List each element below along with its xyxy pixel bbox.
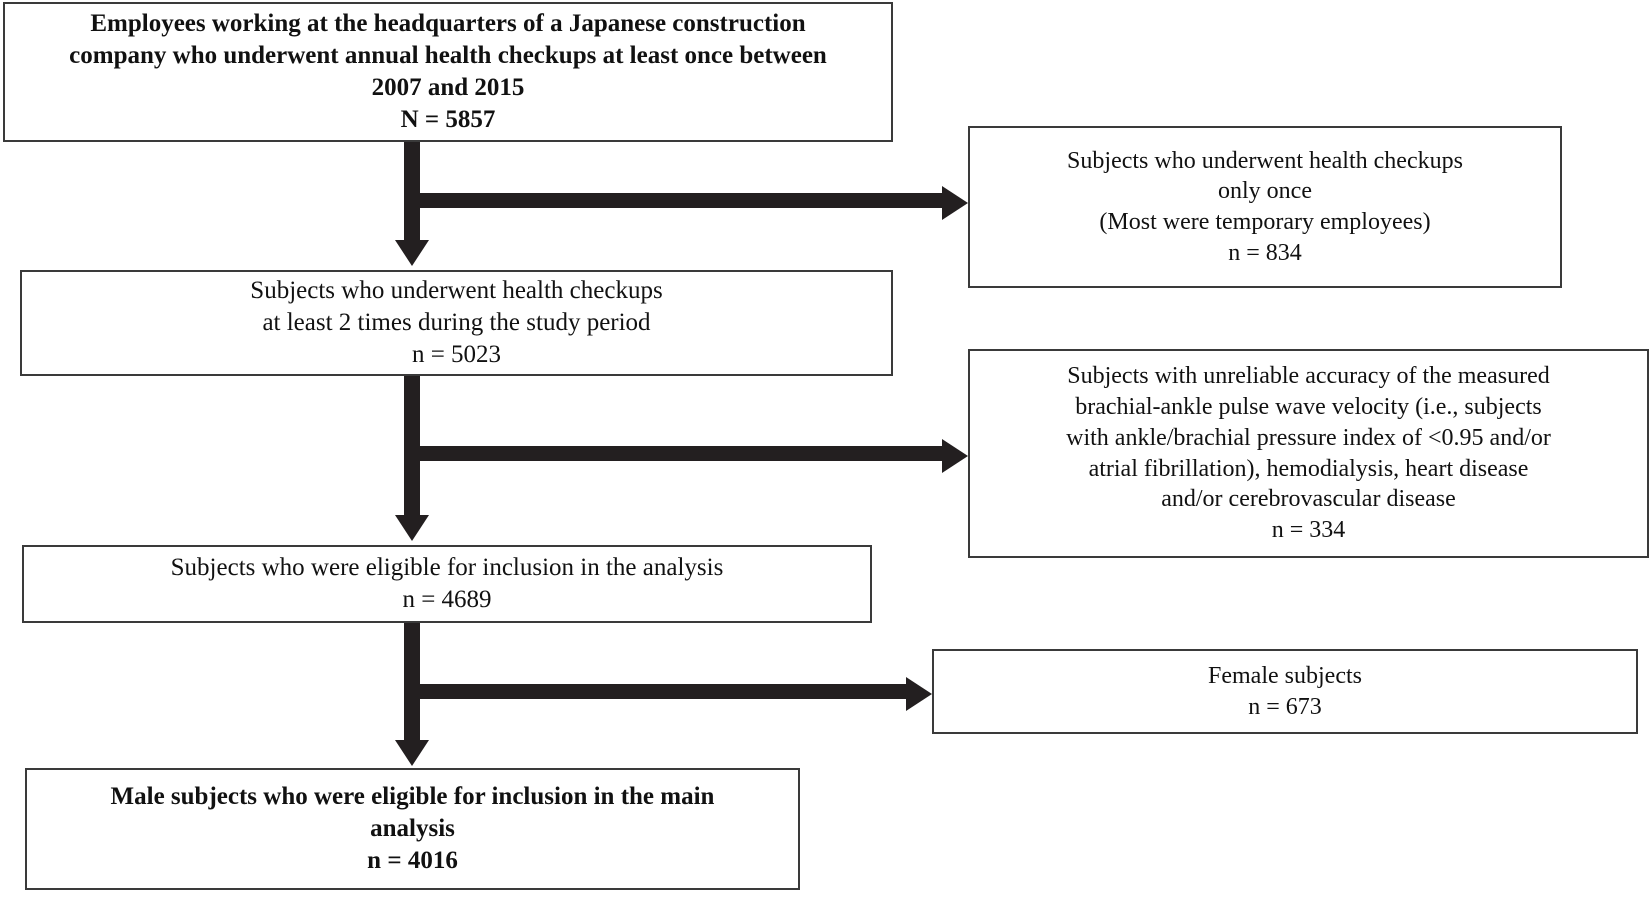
arrowhead-down-to-male-icon <box>395 740 429 766</box>
node-unreliable-line-2: brachial-ankle pulse wave velocity (i.e.… <box>1075 394 1542 421</box>
node-source-population: Employees working at the headquarters of… <box>3 2 893 142</box>
arrowhead-right-to-excluded-single-checkup-icon <box>942 186 968 220</box>
arrowhead-right-to-excluded-female-subjects-icon <box>906 677 932 711</box>
node-unreliable-line-5: and/or cerebrovascular disease <box>1161 486 1456 513</box>
node-excluded-unreliable-measurement: Subjects with unreliable accuracy of the… <box>968 349 1649 558</box>
node-once-line-2: only once <box>1218 178 1312 205</box>
node-unreliable-line-3: with ankle/brachial pressure index of <0… <box>1066 424 1551 451</box>
connector-horizontal-to-excluded-unreliable-measurement <box>404 446 952 461</box>
node-eligible-count: n = 4689 <box>402 586 492 613</box>
node-source-line-2: company who underwent annual health chec… <box>69 42 827 69</box>
node-twice-line-2: at least 2 times during the study period <box>262 309 651 336</box>
connector-horizontal-to-excluded-single-checkup <box>404 193 952 208</box>
node-source-count: N = 5857 <box>400 106 496 133</box>
node-checkups-at-least-twice: Subjects who underwent health checkups a… <box>20 270 893 376</box>
node-female-line-1: Female subjects <box>1208 662 1362 689</box>
arrowhead-down-to-eligible-icon <box>395 515 429 541</box>
node-unreliable-line-1: Subjects with unreliable accuracy of the… <box>1067 363 1550 390</box>
node-twice-count: n = 5023 <box>411 341 502 368</box>
node-twice-line-1: Subjects who underwent health checkups <box>250 277 663 304</box>
node-once-line-1: Subjects who underwent health checkups <box>1067 147 1463 174</box>
node-unreliable-line-4: atrial fibrillation), hemodialysis, hear… <box>1088 455 1529 482</box>
node-female-count: n = 673 <box>1248 693 1322 720</box>
node-eligible-line-1: Subjects who were eligible for inclusion… <box>170 554 724 581</box>
arrowhead-down-to-twice-icon <box>395 240 429 266</box>
node-once-line-3: (Most were temporary employees) <box>1099 209 1431 235</box>
node-male-count: n = 4016 <box>367 847 458 874</box>
node-unreliable-count: n = 334 <box>1271 516 1346 543</box>
connector-horizontal-to-excluded-female-subjects <box>404 684 916 699</box>
node-source-line-3: 2007 and 2015 <box>371 74 525 101</box>
node-excluded-single-checkup: Subjects who underwent health checkups o… <box>968 126 1562 288</box>
node-male-eligible-main-analysis: Male subjects who were eligible for incl… <box>25 768 800 890</box>
node-eligible-for-analysis: Subjects who were eligible for inclusion… <box>22 545 872 623</box>
arrowhead-right-to-excluded-unreliable-measurement-icon <box>942 439 968 473</box>
node-male-line-2: analysis <box>370 815 455 842</box>
node-once-count: n = 834 <box>1228 239 1302 266</box>
node-excluded-female-subjects: Female subjects n = 673 <box>932 649 1638 734</box>
node-male-line-1: Male subjects who were eligible for incl… <box>110 783 715 810</box>
node-source-line-1: Employees working at the headquarters of… <box>90 10 806 37</box>
